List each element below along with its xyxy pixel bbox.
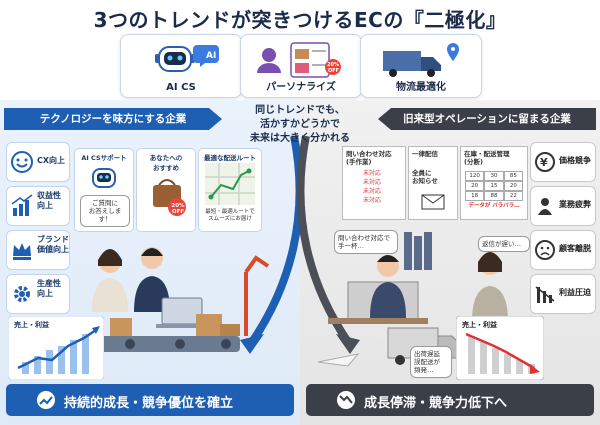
reply-bubble: 返信が遅い… [478,236,530,252]
svg-text:¥: ¥ [540,156,548,169]
card-recommend: あなたへのおすすめ 20%OFF [136,148,196,232]
stressed-man [370,255,406,318]
left-header: テクノロジーを味方にする企業 [4,108,222,130]
bar-chart-icon [11,194,33,216]
left-item-profit: 収益性向上 [6,186,70,226]
left-item-brand: ブランド価値向上 [6,230,70,270]
right-item-margin: 利益圧迫 [530,274,596,314]
yen-icon: ¥ [535,152,555,172]
route-map-icon [205,163,255,205]
truck-icon [383,43,459,77]
growth-arrow-icon [37,391,55,409]
ai-bubble: ご質問にお答えします！ [80,195,130,227]
center-message: 同じトレンドでも、 活かすかどうかで 未来は大きく分かれる [250,105,350,144]
left-item-productivity: 生産性向上 [6,274,70,314]
ai-robot-icon: AI [155,45,219,72]
delay-bubble: 出荷遅延誤配送が頻発… [410,346,452,378]
chart-label: 売上・利益 [14,320,49,329]
svg-text:AI: AI [206,51,216,61]
trend-label: パーソナライズ [266,82,336,93]
right-item-fatigue: 業務疲弊 [530,186,596,226]
right-footer: 成長停滞・競争力低下へ [306,384,594,416]
chat-robot-icon [92,168,116,188]
discount-badge: 20%OFF [171,203,185,215]
left-growth-chart: 売上・利益 [8,316,104,380]
smile-icon [11,151,33,173]
doc-inquiry: 問い合わせ対応(手作業) 未対応未対応未対応未対応 [342,146,406,220]
sad-face-icon [535,240,555,260]
badge-off: OFF [328,68,339,74]
woman-figure [92,249,128,312]
left-item-cx: CX向上 [6,142,70,182]
card-route: 最適な配送ルート 最短・最適ルートでスムーズにお届け [198,148,262,232]
page-title: 3つのトレンドが突きつけるECの『二極化』 [93,8,507,32]
woman-phone [472,252,508,322]
gear-icon [14,286,30,302]
left-scene [70,247,270,352]
right-decline-chart: 売上・利益 [456,316,544,380]
trend-personalize: 20% OFF パーソナライズ [240,34,362,98]
decline-chart-icon [535,286,555,303]
unresolved-stamps: 未対応未対応未対応未対応 [363,170,382,204]
trend-ai-cs: AI AI CS [120,34,242,98]
right-header: 旧来型オペレーションに留まる企業 [378,108,596,130]
broadcast-note: 全員にお知らせ [412,169,438,185]
man-figure [134,247,170,312]
trend-label: AI CS [166,82,196,93]
trend-logistics: 物流最適化 [360,34,482,98]
right-item-churn: 顧客離脱 [530,230,596,270]
trend-label: 物流最適化 [396,82,446,93]
doc-broadcast: 一律配信 全員にお知らせ [408,146,458,220]
data-scattered-note: データが バラバラ… [468,203,520,209]
decline-arrow-icon [337,391,355,409]
handbag-icon [153,179,186,216]
personalize-icon: 20% OFF [257,42,341,78]
chart-label: 売上・利益 [462,320,497,329]
inquiry-bubble: 問い合わせ対応で手一杯… [334,230,398,254]
crown-icon [13,243,31,260]
route-note: 最短・最適ルートでスムーズにお届け [205,209,255,222]
badge-pct: 20% [327,62,339,68]
mail-icon [421,194,445,210]
right-item-price: ¥ 価格競争 [530,142,596,182]
tired-worker-icon [538,198,552,215]
card-ai-cs: AI CSサポート ご質問にお答えします！ [74,148,134,232]
left-footer: 持続的成長・競争優位を確立 [6,384,294,416]
